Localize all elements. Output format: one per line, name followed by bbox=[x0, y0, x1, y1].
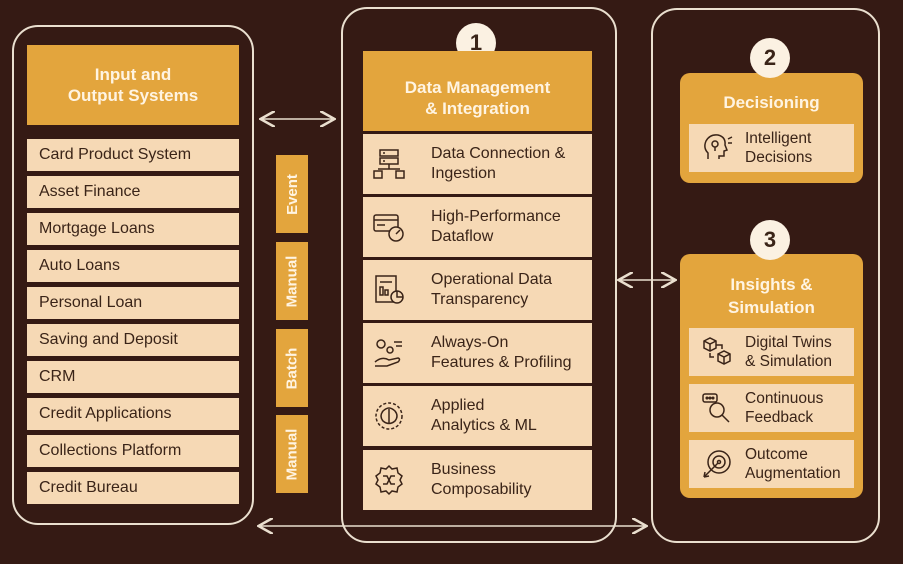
badge-2: 2 bbox=[750, 38, 790, 78]
tag-manual-2: Manual bbox=[276, 415, 308, 493]
dm-item-data-connection[interactable]: Data Connection & Ingestion bbox=[363, 134, 592, 194]
tag-manual-1: Manual bbox=[276, 242, 308, 320]
brain-gear-icon bbox=[375, 402, 403, 430]
report-chart-icon bbox=[375, 275, 404, 304]
system-item-personal-loan[interactable]: Personal Loan bbox=[27, 287, 239, 319]
dm-item-always-on[interactable]: Always-On Features & Profiling bbox=[363, 323, 592, 383]
speed-card-icon bbox=[373, 214, 404, 242]
target-arrow-icon bbox=[703, 450, 731, 478]
dm-item-high-performance[interactable]: High-Performance Dataflow bbox=[363, 197, 592, 257]
input-output-panel bbox=[12, 25, 254, 525]
feedback-search-icon bbox=[702, 393, 730, 423]
decisioning-title: Decisioning bbox=[723, 93, 820, 112]
dm-item-operational-data[interactable]: Operational Data Transparency bbox=[363, 260, 592, 320]
system-item-saving-deposit[interactable]: Saving and Deposit bbox=[27, 324, 239, 356]
system-item-auto-loans[interactable]: Auto Loans bbox=[27, 250, 239, 282]
server-icon bbox=[373, 149, 405, 179]
system-item-credit-applications[interactable]: Credit Applications bbox=[27, 398, 239, 430]
insights-title: Insights & Simulation bbox=[728, 275, 815, 317]
system-item-mortgage-loans[interactable]: Mortgage Loans bbox=[27, 213, 239, 245]
gears-hand-icon bbox=[374, 339, 402, 367]
system-item-credit-bureau[interactable]: Credit Bureau bbox=[27, 472, 239, 504]
input-output-title: Input and Output Systems bbox=[67, 64, 199, 105]
dm-item-business-composability[interactable]: Business Composability bbox=[363, 450, 592, 510]
sub-item-outcome-augmentation[interactable]: Outcome Augmentation bbox=[689, 440, 854, 488]
sub-item-digital-twins[interactable]: Digital Twins & Simulation bbox=[689, 328, 854, 376]
tag-batch: Batch bbox=[276, 329, 308, 407]
data-management-title: Data Management & Integration bbox=[404, 77, 551, 118]
ai-head-icon bbox=[704, 134, 733, 159]
data-management-panel bbox=[341, 7, 617, 543]
system-item-card-product[interactable]: Card Product System bbox=[27, 139, 239, 171]
system-item-crm[interactable]: CRM bbox=[27, 361, 239, 393]
badge-3: 3 bbox=[750, 220, 790, 260]
gear-shuffle-icon bbox=[375, 464, 403, 496]
cubes-icon bbox=[703, 337, 731, 365]
dm-item-applied-analytics[interactable]: Applied Analytics & ML bbox=[363, 386, 592, 446]
system-item-collections-platform[interactable]: Collections Platform bbox=[27, 435, 239, 467]
input-output-header: Input and Output Systems bbox=[27, 45, 239, 125]
sub-item-continuous-feedback[interactable]: Continuous Feedback bbox=[689, 384, 854, 432]
system-item-asset-finance[interactable]: Asset Finance bbox=[27, 176, 239, 208]
tag-event: Event bbox=[276, 155, 308, 233]
data-management-header: Data Management & Integration bbox=[363, 51, 592, 131]
sub-item-intelligent-decisions[interactable]: Intelligent Decisions bbox=[689, 124, 854, 172]
